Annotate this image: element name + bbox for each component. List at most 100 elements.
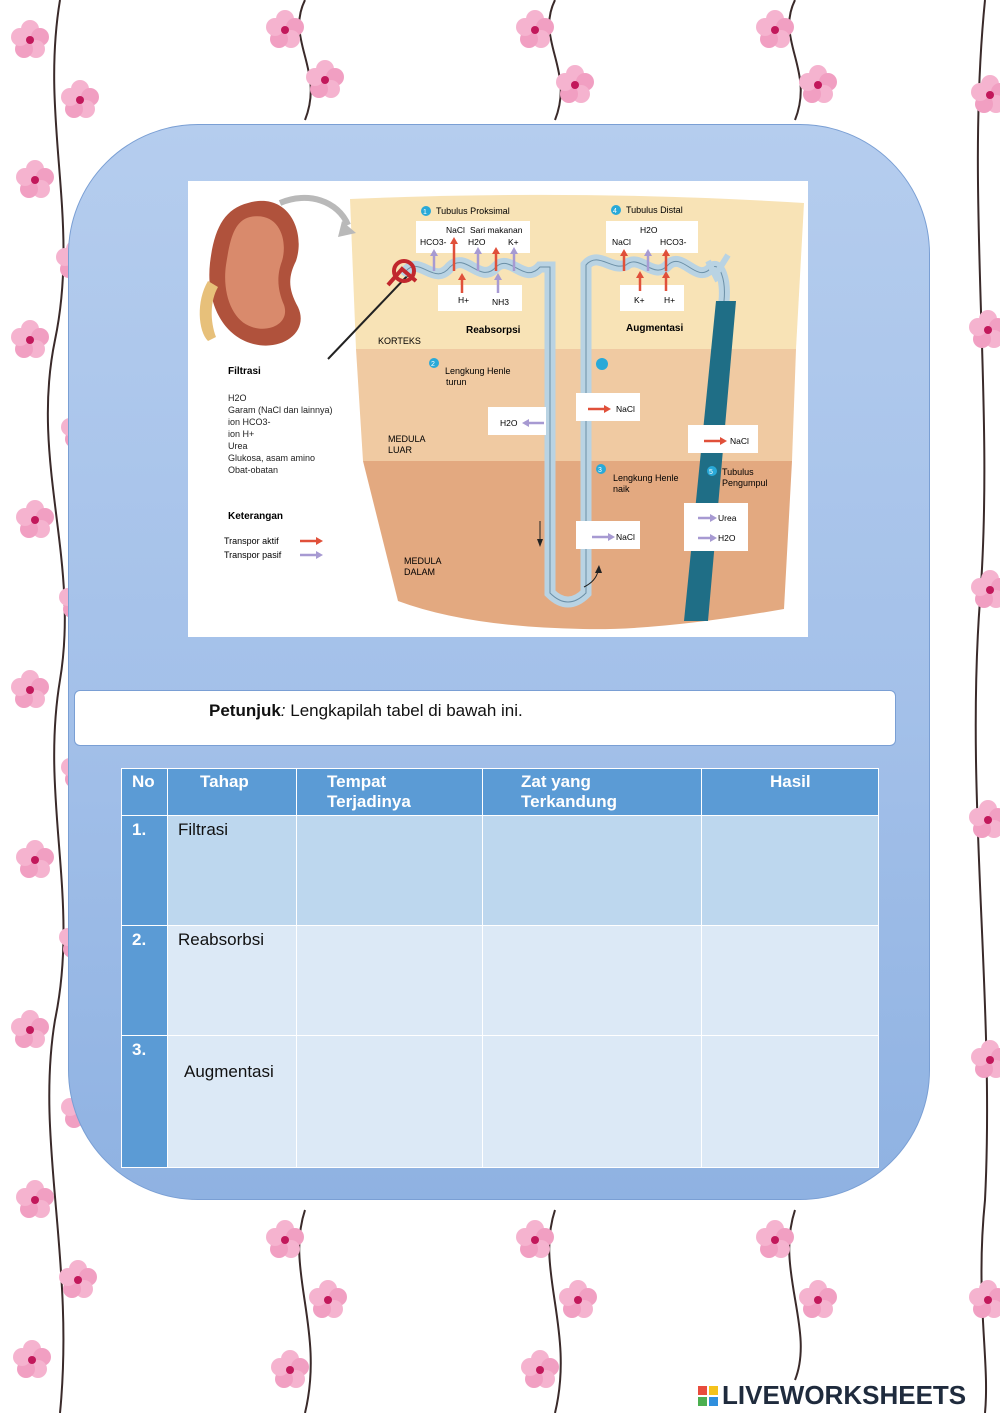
row-tahap: Filtrasi <box>167 815 297 926</box>
nacl-box <box>576 393 640 421</box>
urea-h2o-box <box>684 503 748 551</box>
distal-arrows <box>620 249 670 291</box>
augmentasi-label: Augmentasi <box>626 323 683 334</box>
filtrasi-title: Filtrasi <box>228 366 261 377</box>
medula-luar-label: MEDULA <box>388 434 426 444</box>
legend-title: Keterangan <box>228 511 283 522</box>
filtrasi-item: Glukosa, asam amino <box>228 453 315 463</box>
flow-arrow <box>537 521 543 547</box>
answer-cell-hasil[interactable] <box>701 925 879 1036</box>
liveworksheets-logo: LIVEWORKSHEETS <box>698 1380 966 1411</box>
answer-cell-zat[interactable] <box>482 815 702 926</box>
nephron-diagram: Filtrasi H2O Garam (NaCl dan lainnya) io… <box>188 181 808 637</box>
blossom-decoration-right-inner <box>740 0 850 1413</box>
svg-text:NaCl: NaCl <box>612 237 631 247</box>
legend-active-arrow <box>300 537 323 545</box>
answer-cell-zat[interactable] <box>482 925 702 1036</box>
answer-cell-zat[interactable] <box>482 1035 702 1168</box>
medula-dalam-label: MEDULA <box>404 556 442 566</box>
glomerulus-icon <box>386 259 418 287</box>
instruction-text: Petunjuk: Lengkapilah tabel di bawah ini… <box>209 701 523 721</box>
filtrasi-item: ion HCO3- <box>228 417 271 427</box>
svg-text:H+: H+ <box>458 295 469 305</box>
header-tahap: Tahap <box>167 768 297 816</box>
kidney-icon <box>199 200 301 346</box>
svg-text:H2O: H2O <box>718 533 736 543</box>
svg-text:Urea: Urea <box>718 513 737 523</box>
h2o-arrow <box>698 534 717 542</box>
row-number: 2. <box>121 925 168 1036</box>
liveworksheets-text: LIVEWORKSHEETS <box>722 1380 967 1410</box>
table-row: 2. Reabsorbsi <box>121 925 879 1036</box>
header-tempat: Tempat Terjadinya <box>296 768 483 816</box>
tubulus-proksimal-label: Tubulus Proksimal <box>436 206 510 216</box>
step-marker <box>707 466 717 476</box>
svg-text:Sari makanan: Sari makanan <box>470 225 523 235</box>
header-zat: Zat yang Terkandung <box>482 768 702 816</box>
step-marker <box>429 358 439 368</box>
svg-text:K+: K+ <box>634 295 645 305</box>
step-marker <box>611 205 621 215</box>
filtrasi-item: Obat-obatan <box>228 465 278 475</box>
tubulus-distal-label: Tubulus Distal <box>626 205 683 215</box>
instruction-label: Petunjuk <box>209 701 281 720</box>
step-marker <box>421 206 431 216</box>
svg-text:H2O: H2O <box>500 418 518 428</box>
row-number: 3. <box>121 1035 168 1168</box>
answer-cell-tempat[interactable] <box>296 925 483 1036</box>
instruction-bar: Petunjuk: Lengkapilah tabel di bawah ini… <box>74 690 896 746</box>
svg-text:NaCl: NaCl <box>616 404 635 414</box>
instruction-body: Lengkapilah tabel di bawah ini. <box>285 701 523 720</box>
h2o-box <box>488 407 546 435</box>
filtrasi-item: ion H+ <box>228 429 254 439</box>
row-number: 1. <box>121 815 168 926</box>
reabsorpsi-label: Reabsorpsi <box>466 325 521 336</box>
urea-arrow <box>698 514 717 522</box>
blossom-decoration-center-right <box>500 0 610 1414</box>
table-row: 3. Augmentasi <box>121 1035 879 1168</box>
svg-text:Pengumpul: Pengumpul <box>722 478 768 488</box>
lengkung-naik-label: Lengkung Henle <box>613 473 679 483</box>
answer-cell-tempat[interactable] <box>296 1035 483 1168</box>
legend-active-label: Transpor aktif <box>224 536 279 546</box>
nacl-arrow <box>588 405 611 413</box>
filtrasi-item: Urea <box>228 441 248 451</box>
distal-box-top <box>606 221 698 253</box>
liveworksheets-icon <box>698 1385 718 1406</box>
filtrasi-item: Garam (NaCl dan lainnya) <box>228 405 333 415</box>
row-tahap: Reabsorbsi <box>167 925 297 1036</box>
table-header-row: No Tahap Tempat Terjadinya Zat yang Terk… <box>121 768 879 816</box>
nacl-arrow <box>592 533 615 541</box>
svg-text:1: 1 <box>423 209 427 216</box>
legend-passive-label: Transpor pasif <box>224 550 282 560</box>
step-marker <box>596 464 606 474</box>
worksheet-table: No Tahap Tempat Terjadinya Zat yang Terk… <box>121 768 879 1168</box>
svg-text:2: 2 <box>431 361 435 368</box>
step-marker <box>596 358 608 370</box>
korteks-label: KORTEKS <box>378 336 421 346</box>
answer-cell-hasil[interactable] <box>701 1035 879 1168</box>
proximal-box-top <box>416 221 530 253</box>
active-arrows <box>430 237 518 293</box>
svg-text:HCO3-: HCO3- <box>660 237 687 247</box>
filtrasi-item: H2O <box>228 393 247 403</box>
tubulus-pengumpul-label: Tubulus <box>722 467 754 477</box>
blossom-decoration-right <box>940 0 1000 1414</box>
legend-passive-arrow <box>300 551 323 559</box>
svg-text:H+: H+ <box>664 295 675 305</box>
header-hasil: Hasil <box>701 768 879 816</box>
svg-text:H2O: H2O <box>468 237 486 247</box>
nacl-arrow <box>704 437 727 445</box>
medula-dalam-label: DALAM <box>404 567 435 577</box>
h2o-arrow <box>522 419 544 427</box>
svg-text:naik: naik <box>613 484 630 494</box>
table-row: 1. Filtrasi <box>121 815 879 926</box>
svg-text:NH3: NH3 <box>492 297 509 307</box>
answer-cell-tempat[interactable] <box>296 815 483 926</box>
svg-text:4: 4 <box>613 208 617 215</box>
row-tahap: Augmentasi <box>167 1035 297 1168</box>
proximal-box-bottom <box>438 285 522 311</box>
svg-text:H2O: H2O <box>640 225 658 235</box>
svg-text:NaCl: NaCl <box>616 532 635 542</box>
answer-cell-hasil[interactable] <box>701 815 879 926</box>
